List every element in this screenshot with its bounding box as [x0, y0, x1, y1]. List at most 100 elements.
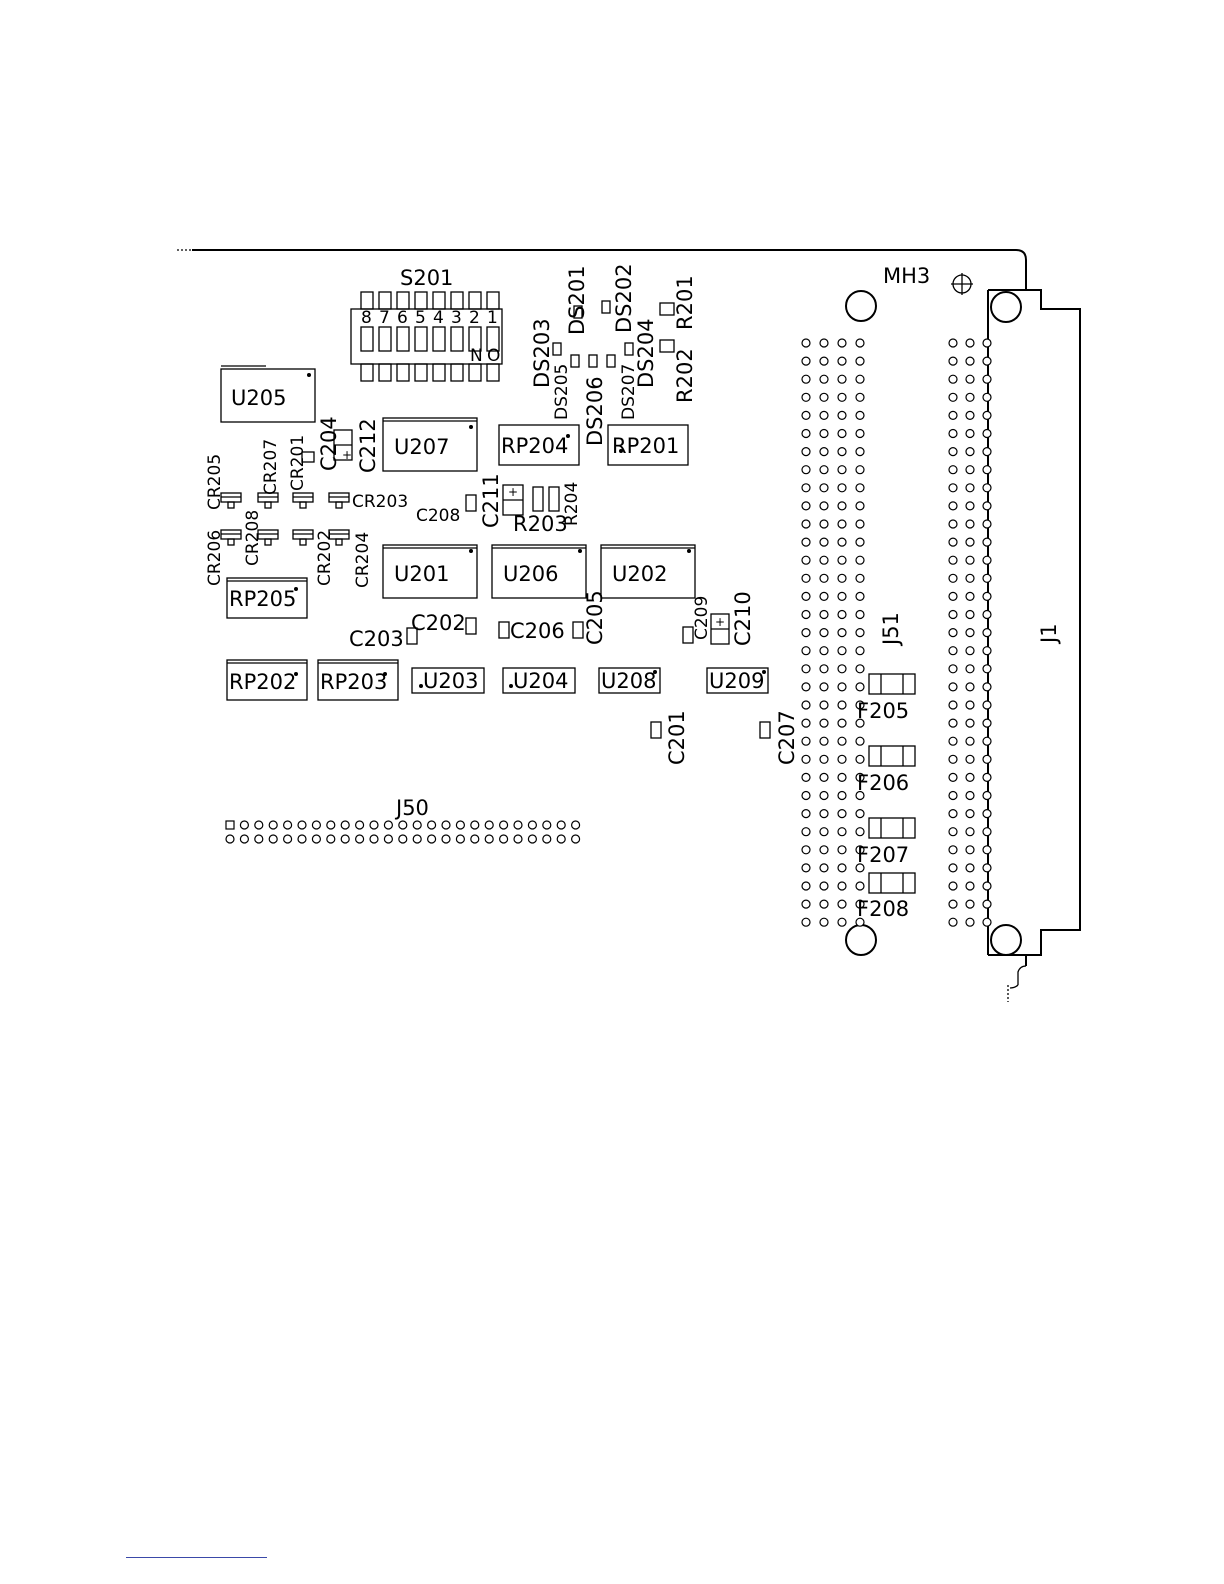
pin [819, 899, 829, 909]
pin [948, 591, 958, 602]
connector-j51: J51 [801, 338, 903, 927]
resistor-r204 [548, 486, 560, 512]
pin [965, 772, 975, 783]
cr202-label: CR202 [315, 530, 335, 586]
pin [369, 820, 379, 830]
pin [948, 845, 958, 855]
pin [819, 609, 829, 620]
ds204-label: DS204 [634, 318, 658, 388]
switch-lever [414, 326, 428, 352]
pin [948, 410, 958, 420]
pin [801, 465, 811, 475]
pin [355, 834, 365, 844]
capacitor-c208 [465, 494, 477, 512]
resistor-r203 [532, 486, 544, 512]
pin [819, 682, 829, 692]
pin [982, 465, 992, 475]
pin [801, 374, 811, 384]
pin [837, 827, 847, 837]
pin [837, 483, 847, 493]
led-ds206 [588, 354, 598, 368]
pin [801, 808, 811, 819]
r204-label: R204 [562, 482, 582, 526]
pin [311, 820, 321, 830]
pin [855, 772, 865, 783]
pin [982, 700, 992, 710]
pin [470, 820, 480, 830]
pin [948, 338, 958, 348]
diode-group: CR205 CR206 CR207 CR208 CR201 CR202 CR20… [205, 435, 408, 588]
pin [441, 834, 451, 844]
pin [965, 428, 975, 439]
pin [965, 718, 975, 728]
svg-text:+: + [715, 615, 725, 629]
capacitor-c209 [682, 626, 694, 644]
switch-lever [486, 326, 500, 352]
switch-lever [378, 326, 392, 352]
switch-pad [486, 363, 500, 382]
pin [855, 808, 865, 819]
pin [948, 700, 958, 710]
pin [982, 609, 992, 620]
pin [855, 736, 865, 746]
pin [801, 863, 811, 873]
pin [855, 700, 865, 710]
pin [855, 718, 865, 728]
pin [965, 682, 975, 692]
pin [855, 917, 865, 927]
pin [855, 410, 865, 420]
c209-label: C209 [692, 596, 712, 640]
c208-label: C208 [416, 506, 460, 526]
diode-footprint [292, 492, 314, 509]
pin [819, 736, 829, 746]
switch-lever [396, 326, 410, 352]
cr204-label: CR204 [353, 532, 373, 588]
cr201-label: CR201 [288, 435, 308, 491]
pin [965, 917, 975, 927]
pin [801, 899, 811, 909]
pin [837, 718, 847, 728]
pin [412, 820, 422, 830]
switch-pad [396, 291, 410, 310]
pin [965, 754, 975, 764]
pin [542, 834, 552, 844]
pin [982, 374, 992, 384]
pin [965, 664, 975, 674]
pin [837, 808, 847, 819]
capacitor-c203 [406, 627, 418, 645]
pin [855, 392, 865, 402]
pin [982, 356, 992, 366]
pin [513, 834, 523, 844]
pin [801, 428, 811, 439]
pin [801, 356, 811, 366]
pin [819, 881, 829, 891]
pin [484, 820, 494, 830]
pin [398, 834, 408, 844]
pin [855, 664, 865, 674]
switch-pad [378, 291, 392, 310]
ds207-label: DS207 [619, 364, 639, 420]
switch-pad [450, 363, 464, 382]
pin [819, 754, 829, 764]
switch-pad [360, 291, 374, 310]
pin [801, 790, 811, 801]
pin [819, 718, 829, 728]
pin [819, 501, 829, 511]
capacitor-c210: + [710, 613, 730, 645]
pin [982, 718, 992, 728]
pin [801, 736, 811, 746]
u203-label: U203 [423, 669, 478, 693]
pin [819, 917, 829, 927]
pin [982, 682, 992, 692]
capacitor-c206 [498, 621, 510, 639]
pin [855, 356, 865, 366]
pin [982, 808, 992, 819]
pin [948, 881, 958, 891]
pin [801, 682, 811, 692]
u208-label: U208 [601, 669, 656, 693]
pin [801, 718, 811, 728]
pin [340, 834, 350, 844]
pin [948, 863, 958, 873]
pin [801, 845, 811, 855]
pin [441, 820, 451, 830]
